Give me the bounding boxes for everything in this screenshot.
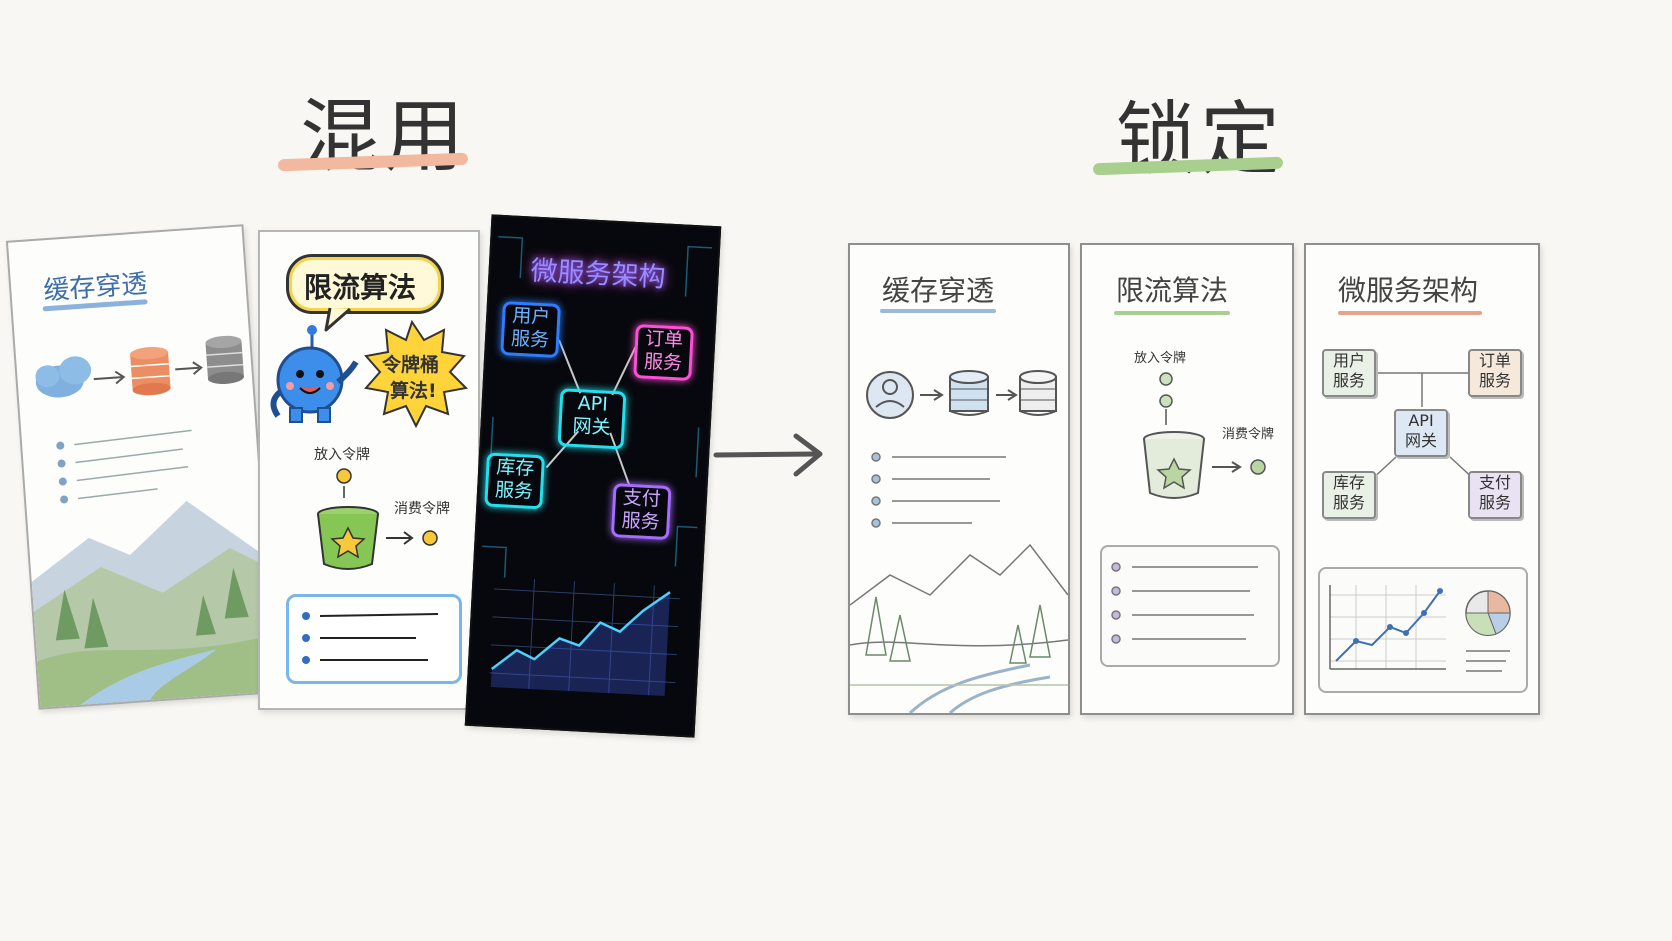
arrow-icon xyxy=(920,389,944,401)
consumed-token-icon xyxy=(422,530,438,546)
node-stock-service: 库存服务 xyxy=(1322,471,1376,519)
bucket-icon xyxy=(317,506,379,570)
title-underline xyxy=(880,309,996,313)
arrow-icon xyxy=(996,389,1018,401)
token-coin-icon xyxy=(336,468,352,484)
node-label: 服务 xyxy=(1478,493,1511,512)
node-label: 网关 xyxy=(1404,431,1437,450)
bullet-list xyxy=(1111,562,1258,644)
node-user-service: 用户服务 xyxy=(500,301,561,359)
node-label: 服务 xyxy=(1332,493,1365,512)
put-token-label: 放入令牌 xyxy=(314,447,370,463)
cache-database-icon xyxy=(949,370,989,416)
burst-text-line1: 令牌桶 xyxy=(382,354,440,376)
card-title: 微服务架构 xyxy=(1338,274,1479,307)
title-underline xyxy=(1338,311,1482,315)
card-title: 限流算法 xyxy=(1116,274,1229,307)
token-icon xyxy=(1159,394,1173,408)
put-token-label: 放入令牌 xyxy=(1134,351,1187,366)
node-label: 服务 xyxy=(494,478,534,503)
node-label: 服务 xyxy=(621,509,661,534)
bullet-list xyxy=(871,452,1006,528)
node-label: 支付 xyxy=(622,486,662,511)
card-title: 限流算法 xyxy=(304,271,417,304)
token-bucket-diagram xyxy=(317,468,438,570)
mixed-card-rate-limiting: 限流算法 令牌桶 算法! 放入令牌 消费令牌 xyxy=(258,230,480,710)
pie-chart-icon xyxy=(1465,590,1511,636)
node-label: 网关 xyxy=(572,414,612,439)
sketch-line-chart xyxy=(1329,585,1511,672)
cache-database-icon xyxy=(130,347,171,396)
arrow-icon xyxy=(93,370,126,385)
locked-card-cache-penetration: 缓存穿透 xyxy=(848,243,1070,715)
token-icon xyxy=(1159,372,1173,386)
cloud-icon xyxy=(35,356,92,398)
node-label: API xyxy=(1408,411,1434,430)
circuit-lines xyxy=(482,235,713,697)
consume-token-label: 消费令牌 xyxy=(394,501,450,517)
cache-flow-diagram xyxy=(850,370,1068,713)
node-order-service: 订单服务 xyxy=(633,324,694,382)
mountain-landscape xyxy=(31,500,274,708)
node-label: 用户 xyxy=(511,304,551,329)
arrow-icon xyxy=(1212,461,1242,473)
node-user-service: 用户服务 xyxy=(1322,349,1376,397)
speech-bubble-tail xyxy=(324,307,351,332)
node-pay-service: 支付服务 xyxy=(610,483,672,541)
node-label: 订单 xyxy=(644,327,684,352)
node-pay-service: 支付服务 xyxy=(1468,471,1522,519)
consume-token-label: 消费令牌 xyxy=(1222,427,1275,442)
list-box xyxy=(1100,545,1280,667)
mixed-heading: 混用 xyxy=(300,90,468,183)
node-label: 订单 xyxy=(1478,351,1511,370)
chart-panel xyxy=(1318,567,1528,693)
consumed-token-icon xyxy=(1250,459,1266,475)
mixed-card-cache-penetration: 缓存穿透 xyxy=(5,224,277,710)
node-order-service: 订单服务 xyxy=(1468,349,1522,397)
bullet-list xyxy=(56,429,192,504)
node-label: 服务 xyxy=(1332,371,1365,390)
sketch-landscape xyxy=(850,543,1068,713)
node-label: 库存 xyxy=(495,455,535,480)
title-underline xyxy=(1114,311,1230,315)
node-label: 服务 xyxy=(1478,371,1511,390)
card-title: 缓存穿透 xyxy=(882,274,995,307)
neon-line-chart xyxy=(489,579,680,697)
node-label: 支付 xyxy=(1478,473,1511,492)
node-label: 服务 xyxy=(643,350,683,375)
node-label: 库存 xyxy=(1332,473,1365,492)
database-icon xyxy=(205,335,244,384)
burst-text-line2: 算法! xyxy=(390,380,437,402)
robot-mascot-icon xyxy=(270,325,359,423)
database-icon xyxy=(1019,370,1057,416)
starburst-badge xyxy=(364,319,469,429)
arrow-icon xyxy=(175,361,203,375)
title-speech-bubble xyxy=(286,254,444,314)
node-label: 用户 xyxy=(1332,351,1365,370)
bullet-list xyxy=(302,612,439,664)
node-label: 服务 xyxy=(510,327,550,352)
arrow-icon xyxy=(386,531,414,545)
node-label: API xyxy=(577,392,609,416)
transition-arrow-icon xyxy=(713,433,823,477)
token-bucket-diagram xyxy=(1143,372,1266,499)
locked-card-rate-limiting: 限流算法 放入令牌 消费令牌 xyxy=(1080,243,1294,715)
node-stock-service: 库存服务 xyxy=(484,452,546,510)
cache-flow-diagram xyxy=(31,335,274,708)
bucket-icon xyxy=(1143,431,1205,499)
user-icon xyxy=(866,371,914,419)
